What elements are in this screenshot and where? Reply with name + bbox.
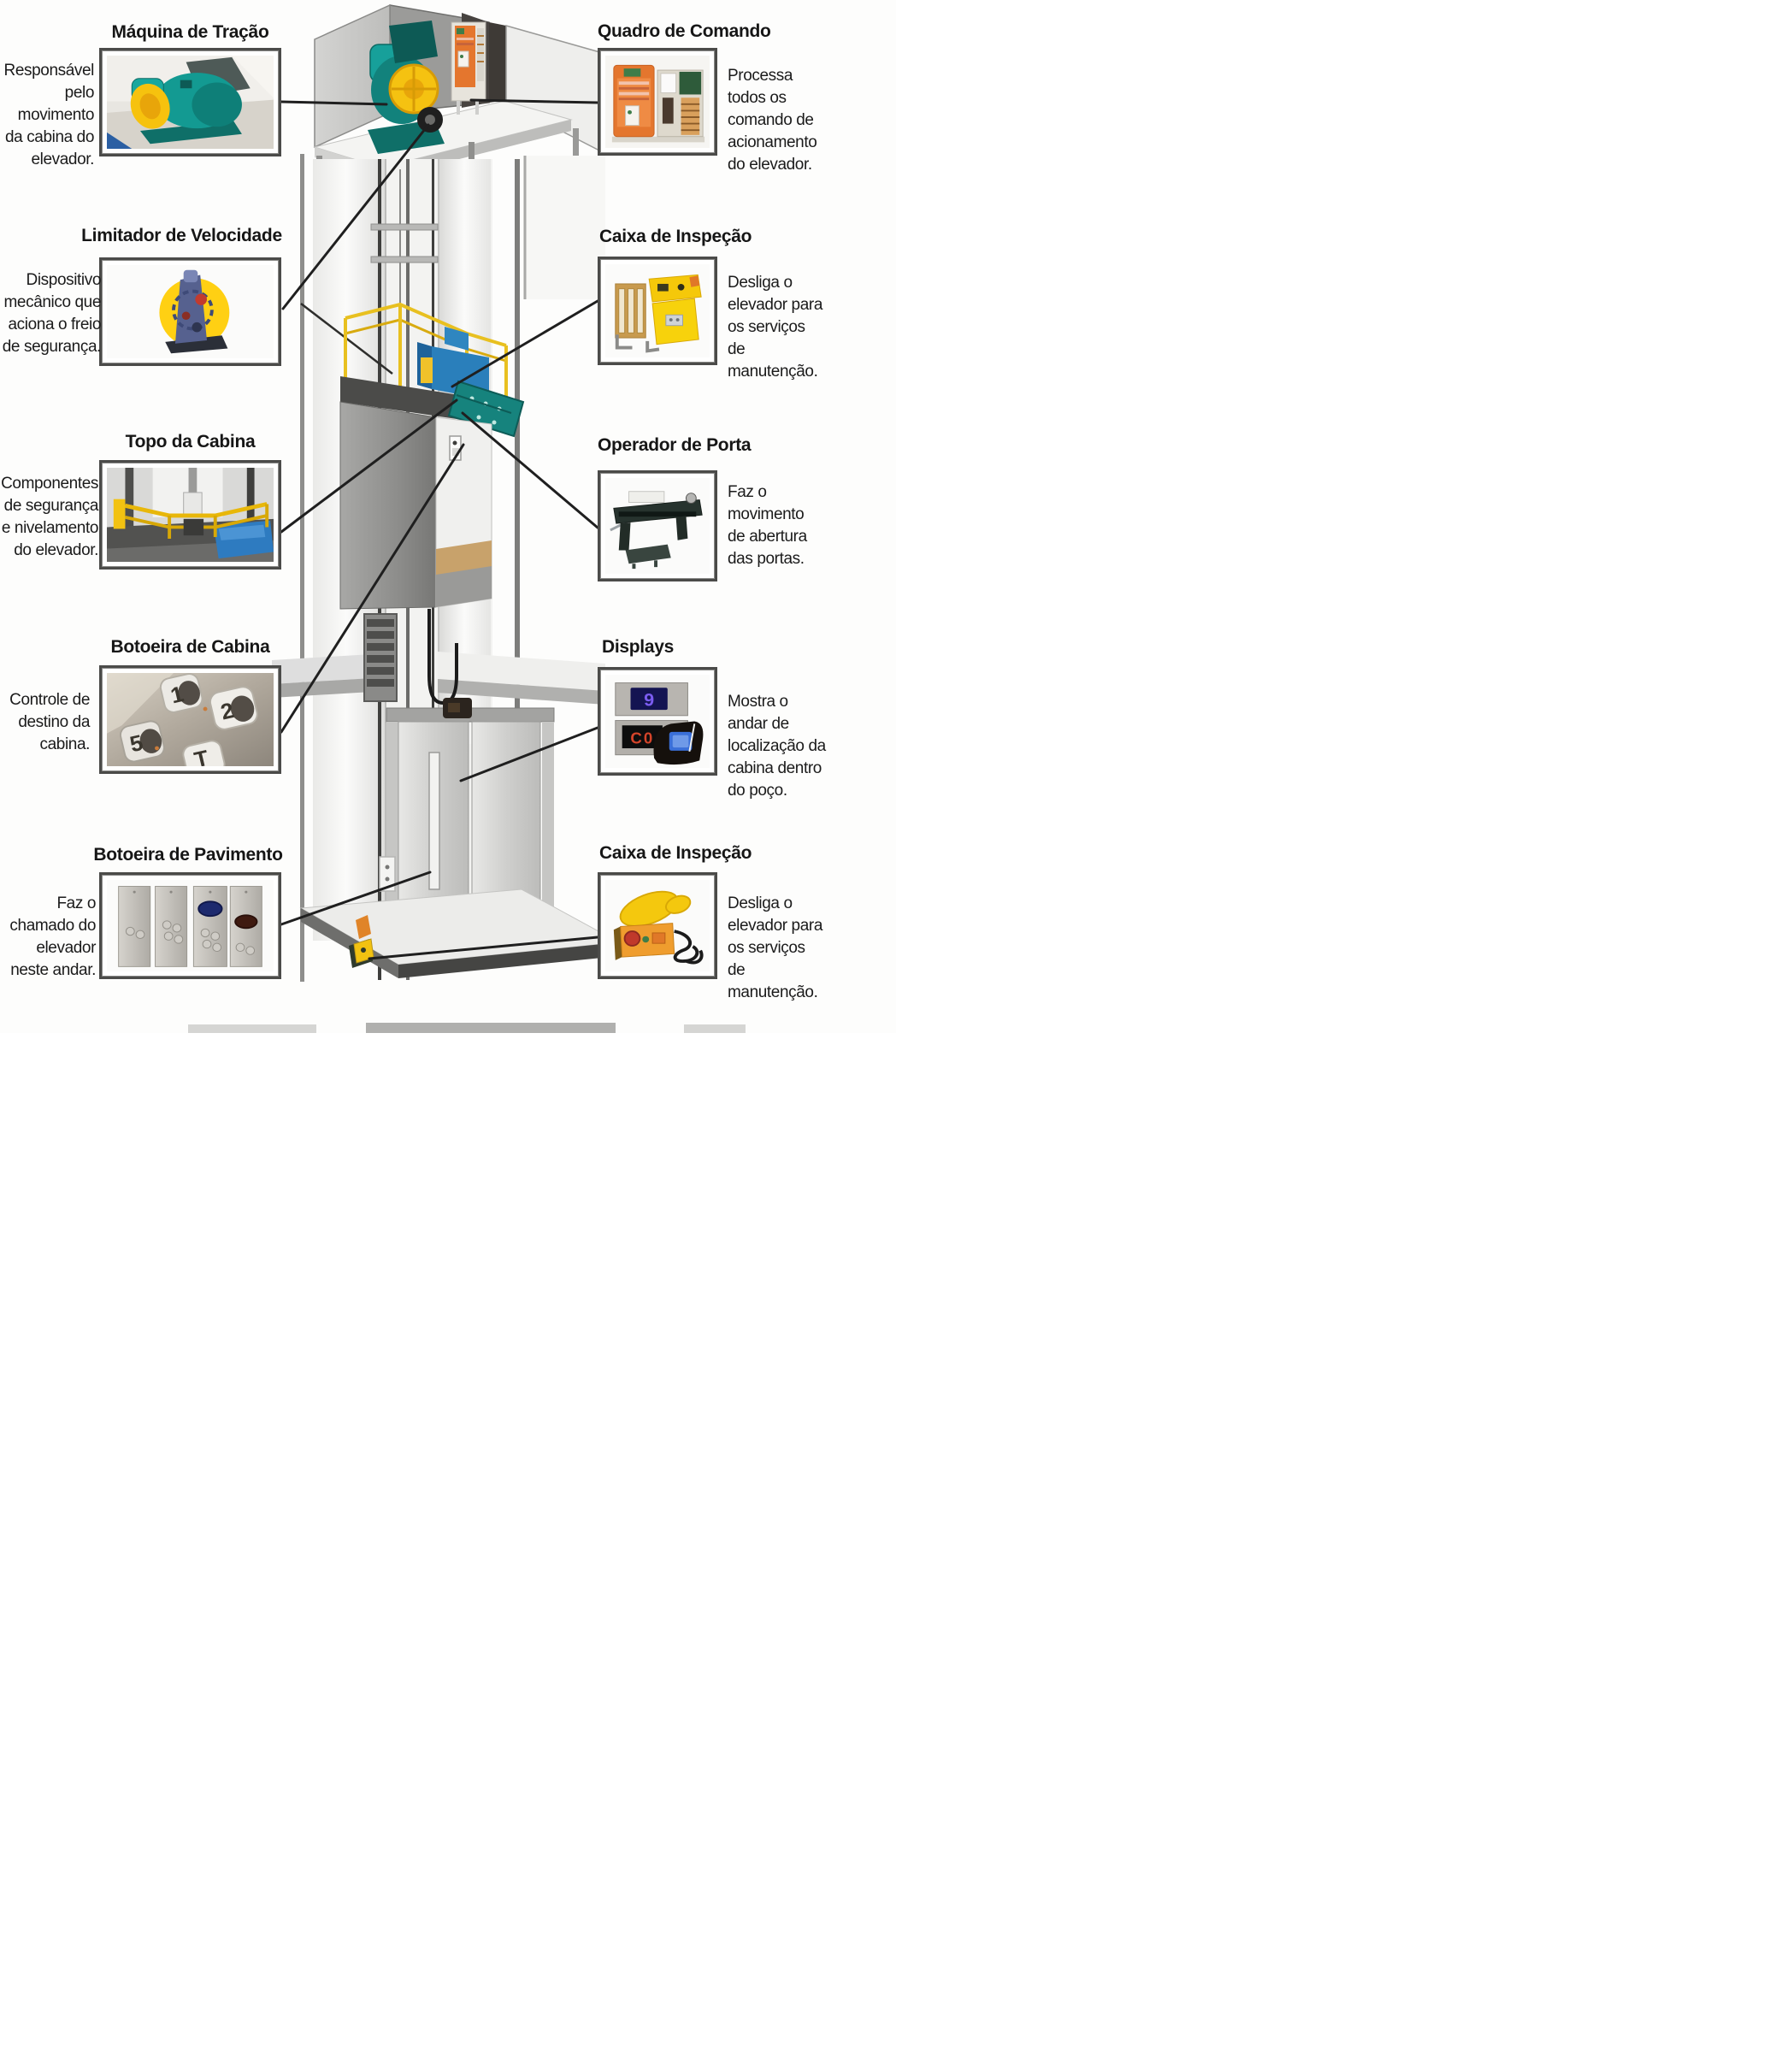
hall-button-panels-photo (107, 880, 274, 971)
elevator-components-diagram: Máquina de Tração Responsável pelo movim… (0, 0, 896, 1033)
callout-title-caixa-de-inspecao-inferior: Caixa de Inspeção (599, 843, 752, 863)
hall-button-panel (379, 856, 396, 892)
display-floor-number: 9 (644, 690, 654, 711)
svg-text:5: 5 (127, 729, 145, 757)
door-window-slot (428, 752, 440, 890)
callout-description-topo-da-cabina: Componentes de segurança e nivelamento d… (1, 475, 98, 559)
photo-frame-botoeira-de-pavimento (99, 872, 281, 979)
cabin-button-2: 2 (209, 686, 258, 730)
door-operator-photo (605, 478, 710, 574)
pit-inspection-box-photo (605, 880, 710, 971)
elevator-shaft-illustration (188, 3, 746, 1033)
photo-frame-caixa-de-inspecao-superior (598, 257, 717, 365)
connector-botoeira-de-pavimento (280, 871, 432, 926)
svg-text:2: 2 (218, 697, 236, 724)
connector-topo-da-cabina (280, 398, 458, 534)
callout-title-quadro-de-comando: Quadro de Comando (598, 21, 771, 41)
cabin-button-t: T (182, 740, 226, 766)
callout-description-quadro-de-comando: Processa todos os comando de acionamento… (728, 67, 817, 174)
connector-quadro-de-comando (469, 98, 599, 104)
callout-title-caixa-de-inspecao-superior: Caixa de Inspeção (599, 227, 752, 246)
photo-frame-topo-da-cabina (99, 460, 281, 570)
callout-title-botoeira-de-cabina: Botoeira de Cabina (110, 637, 270, 657)
connector-caixa-de-inspecao-inferior (368, 936, 599, 960)
callout-description-caixa-de-inspecao-inferior: Desliga o elevador para os serviços de m… (728, 894, 822, 1001)
cabin-top-photo (107, 468, 274, 562)
callout-description-operador-de-porta: Faz o movimento de abertura das portas. (728, 483, 807, 568)
svg-text:1: 1 (168, 681, 186, 708)
callout-title-maquina-de-tracao: Máquina de Tração (111, 22, 269, 42)
cabin-button-panel-photo: 1 2 5 T (107, 673, 274, 766)
photo-frame-botoeira-de-cabina: 1 2 5 T (99, 665, 281, 774)
elevator-cabin (339, 302, 525, 610)
connector-displays (459, 726, 599, 782)
callout-title-botoeira-de-pavimento: Botoeira de Pavimento (93, 845, 283, 865)
photo-frame-operador-de-porta (598, 470, 717, 581)
pit (299, 888, 621, 978)
control-panel-illustration (451, 21, 486, 115)
photo-frame-limitador-de-velocidade (99, 257, 281, 366)
photo-frame-caixa-de-inspecao-inferior (598, 872, 717, 979)
callout-description-caixa-de-inspecao-superior: Desliga o elevador para os serviços de m… (728, 274, 822, 381)
control-cabinet-photo (605, 56, 710, 148)
inspection-box-photo (605, 264, 710, 357)
traction-machine-photo (107, 56, 274, 149)
callout-description-displays: Mostra o andar de localização da cabina … (728, 693, 826, 800)
counterweight (363, 613, 398, 702)
connector-botoeira-de-cabina (280, 443, 465, 734)
connector-caixa-de-inspecao-superior (451, 299, 599, 388)
pit-inspection-box-illustration (349, 915, 374, 968)
callout-title-operador-de-porta: Operador de Porta (598, 435, 752, 455)
display-segment-value: C0 (630, 729, 654, 747)
cabin-button-1: 1 (159, 673, 203, 713)
svg-text:T: T (192, 745, 211, 766)
callout-description-botoeira-de-cabina: Controle de destino da cabina. (9, 691, 90, 753)
landing-door (379, 698, 555, 934)
callout-title-topo-da-cabina: Topo da Cabina (125, 432, 256, 452)
floor-displays-photo: 9 C0 (605, 675, 710, 768)
callout-description-botoeira-de-pavimento: Faz o chamado do elevador neste andar. (9, 894, 96, 979)
photo-frame-maquina-de-tracao (99, 48, 281, 156)
callout-title-limitador-de-velocidade: Limitador de Velocidade (81, 226, 282, 245)
speed-governor-photo (107, 265, 274, 358)
callout-description-limitador-de-velocidade: Dispositivo mecânico que aciona o freio … (2, 271, 102, 356)
connector-maquina-de-tracao (280, 100, 388, 106)
callout-description-maquina-de-tracao: Responsável pelo movimento da cabina do … (3, 62, 95, 168)
connector-lines (280, 98, 599, 960)
connector-limitador-de-velocidade (281, 123, 430, 310)
photo-frame-quadro-de-comando (598, 48, 717, 156)
cabin-button-5: 5 (119, 720, 165, 763)
callout-title-displays: Displays (602, 637, 674, 657)
connector-operador-de-porta (461, 411, 599, 529)
photo-frame-displays: 9 C0 (598, 667, 717, 776)
